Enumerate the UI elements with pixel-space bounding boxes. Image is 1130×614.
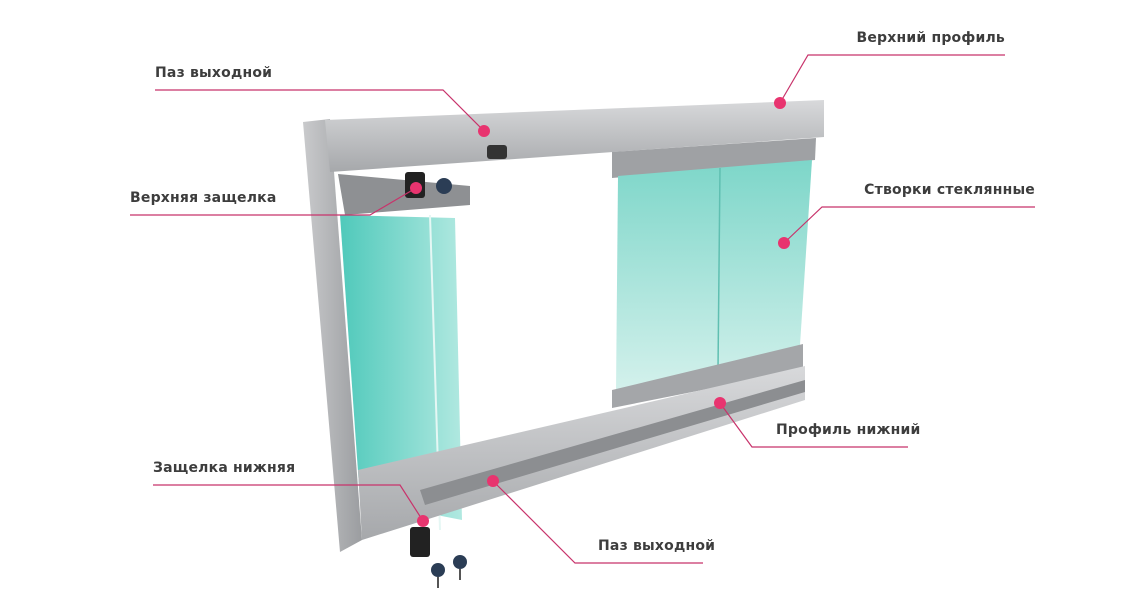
left-frame-post xyxy=(303,119,362,552)
bottom-latch-block xyxy=(410,527,430,557)
marker-dot xyxy=(417,515,429,527)
leader-outlet-groove-top xyxy=(155,89,485,132)
right-glass-panels xyxy=(616,160,812,392)
label-outlet-groove-bottom: Паз выходной xyxy=(598,538,716,554)
label-top-latch: Верхняя защелка xyxy=(130,190,277,206)
leader-lines xyxy=(130,54,1035,564)
label-bottom-profile: Профиль нижний xyxy=(776,422,921,438)
leader-bottom-profile xyxy=(719,402,908,448)
leader-top-latch xyxy=(130,187,417,216)
top-latch-ball xyxy=(436,178,452,194)
marker-dot xyxy=(487,475,499,487)
marker-dot xyxy=(778,237,790,249)
label-glass-sashes: Створки стеклянные xyxy=(864,182,1035,198)
leader-outlet-groove-bottom xyxy=(492,480,703,564)
label-top-profile: Верхний профиль xyxy=(856,30,1005,46)
top-right-rail xyxy=(612,138,816,178)
marker-dot xyxy=(410,182,422,194)
bottom-latch-ball-1 xyxy=(431,563,445,577)
marker-dot xyxy=(714,397,726,409)
leader-top-profile xyxy=(779,54,1005,104)
bottom-latch-ball-2 xyxy=(453,555,467,569)
top-profile xyxy=(325,100,824,172)
marker-dot xyxy=(478,125,490,137)
label-outlet-groove-top: Паз выходной xyxy=(155,65,273,81)
label-bottom-latch: Защелка нижняя xyxy=(153,460,296,476)
marker-dot xyxy=(774,97,786,109)
leader-glass-sashes xyxy=(783,206,1035,244)
leader-bottom-latch xyxy=(153,484,424,522)
bottom-right-rail xyxy=(612,344,803,408)
